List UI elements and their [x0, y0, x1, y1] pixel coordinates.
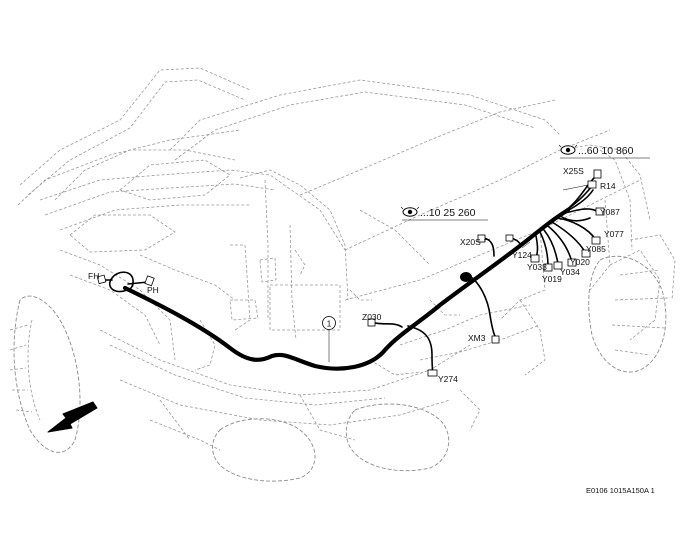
- y085-plug: [581, 249, 591, 258]
- label-z030: Z030: [362, 312, 382, 322]
- label-y087: Y087: [600, 207, 620, 217]
- reference-mid-label: ...10 25 260: [420, 207, 476, 219]
- label-fh: FH: [88, 271, 99, 281]
- label-y077: Y077: [604, 229, 624, 239]
- main-harness-trunk: [122, 207, 571, 371]
- label-xm3: XM3: [468, 333, 486, 343]
- label-r14: R14: [600, 181, 616, 191]
- label-y019: Y019: [542, 274, 562, 284]
- connector-labels: FH PH X25S R14 Y087 Y077 Y085 Y020 Y034 …: [88, 166, 624, 384]
- label-y034: Y034: [560, 267, 580, 277]
- machine-outline: [9, 67, 676, 482]
- label-y033: Y033: [527, 262, 547, 272]
- ph-branch-wire: [127, 281, 149, 285]
- y020-plug: [567, 258, 577, 267]
- label-y274: Y274: [438, 374, 458, 384]
- r14-plug: [593, 169, 602, 179]
- z030-branch-wire: [374, 322, 403, 328]
- z030-plug: [367, 318, 376, 327]
- y033-plug: [530, 254, 540, 263]
- label-y020: Y020: [570, 257, 590, 267]
- label-x20s: X20S: [460, 237, 481, 247]
- label-x25s: X25S: [563, 166, 584, 176]
- drawing-code: E0106 1015A150A 1: [586, 486, 655, 495]
- y077-plug: [591, 236, 601, 245]
- ph-plug: [144, 275, 155, 287]
- callout-number-label: 1: [327, 319, 332, 329]
- x20s-branch-wire: [483, 237, 495, 257]
- label-y085: Y085: [586, 244, 606, 254]
- y274-branch-wire: [407, 325, 434, 373]
- reference-mid: ...10 25 260: [400, 206, 488, 221]
- label-ph: PH: [147, 285, 159, 295]
- callout-number: 1: [322, 316, 336, 362]
- eye-icon: [558, 144, 578, 155]
- reference-top-label: ...60 10 860: [578, 145, 634, 157]
- label-y124: Y124: [512, 250, 532, 260]
- arrow-icon: [47, 401, 98, 433]
- x20s-plug: [477, 234, 486, 243]
- leader-lines: [483, 184, 589, 249]
- reference-top: ...60 10 860: [558, 144, 650, 159]
- y019-plug: [543, 263, 553, 272]
- y034-plug: [553, 261, 563, 270]
- xm3-branch-wire: [467, 274, 497, 339]
- eye-icon: [400, 206, 420, 217]
- fh-loop-wire: [108, 271, 134, 293]
- x25s-plug: [587, 180, 597, 189]
- y087-plug: [595, 207, 605, 216]
- fh-plug: [96, 274, 107, 285]
- xm3-plug: [491, 335, 500, 344]
- y274-plug: [427, 369, 438, 377]
- wiring-harness: [103, 173, 599, 373]
- connector-plugs: [96, 169, 605, 377]
- y124-plug: [505, 234, 514, 242]
